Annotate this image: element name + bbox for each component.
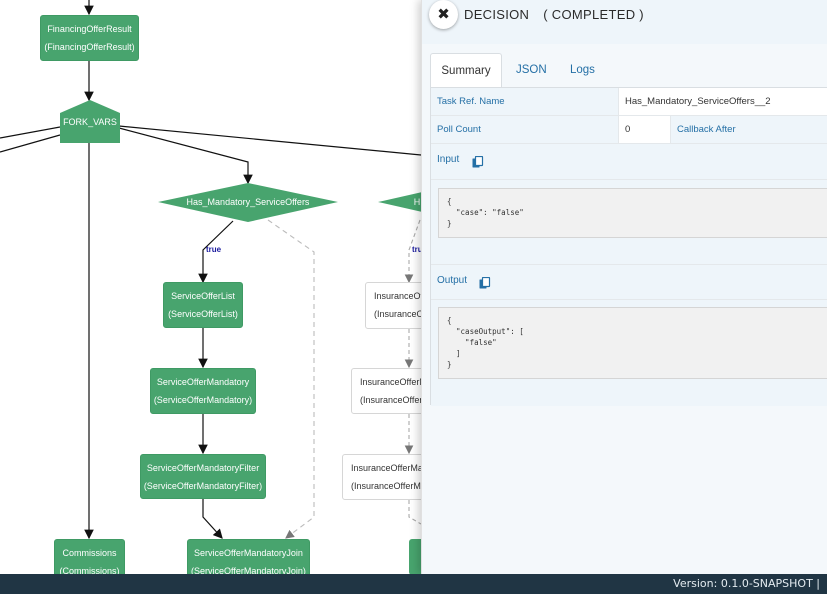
node-ref: (InsuranceOf (374, 309, 427, 319)
node-service-offer-mandatory[interactable]: ServiceOfferMandatory (ServiceOfferManda… (150, 368, 256, 414)
edge (0, 126, 61, 139)
node-insurance-offer-3[interactable]: InsuranceOfferMan (InsuranceOfferMan (342, 454, 435, 500)
skipped-edge (408, 500, 422, 525)
node-name: InsuranceOf (374, 291, 424, 301)
output-label: Output (437, 275, 468, 286)
edge (198, 220, 234, 284)
node-ref: (InsuranceOfferM (360, 395, 430, 405)
node-ref: (ServiceOfferMandatory) (153, 395, 253, 405)
node-service-offer-mandatory-join[interactable]: ServiceOfferMandatoryJoin (ServiceOfferM… (187, 539, 310, 574)
task-detail-drawer: ✖ DECISION ( COMPLETED ) Summary JSON Log… (421, 0, 827, 574)
poll-count-label: Poll Count (431, 116, 618, 143)
input-code-wrap: { "case": "false" } (431, 180, 827, 264)
drawer-title: DECISION ( COMPLETED ) (464, 7, 644, 22)
poll-count-value: 0 (618, 116, 670, 143)
output-json: { "caseOutput": [ "false" ] } (438, 307, 827, 379)
node-financing-offer-result[interactable]: FinancingOfferResult (FinancingOfferResu… (40, 15, 139, 61)
node-name: ServiceOfferList (171, 291, 235, 301)
input-section-header: Input (431, 144, 827, 180)
node-service-offer-list[interactable]: ServiceOfferList (ServiceOfferList) (163, 282, 243, 328)
edge (202, 499, 223, 539)
edge (0, 134, 61, 153)
copy-icon[interactable] (479, 277, 491, 289)
edge-label-true: tru (412, 245, 423, 254)
footer: Version: 0.1.0-SNAPSHOT | (0, 574, 827, 594)
task-ref-name-value: Has_Mandatory_ServiceOffers__2 (618, 88, 827, 115)
task-status: ( COMPLETED ) (543, 7, 644, 22)
node-name: ServiceOfferMandatoryFilter (146, 463, 260, 473)
row-task-ref-name: Task Ref. Name Has_Mandatory_ServiceOffe… (431, 88, 827, 116)
task-ref-name-label: Task Ref. Name (431, 88, 618, 115)
drawer-body: Summary JSON Logs Task Ref. Name Has_Man… (422, 44, 827, 574)
edge (118, 127, 253, 185)
node-name: Commissions (62, 548, 117, 558)
skipped-edge (267, 219, 315, 539)
node-ref: (ServiceOfferList) (168, 309, 238, 319)
has-mandatory-diamond[interactable] (158, 183, 338, 222)
node-name: InsuranceOfferM (360, 377, 427, 387)
node-name: ServiceOfferMandatoryJoin (194, 548, 303, 558)
node-ref: (FinancingOfferResult) (44, 42, 135, 52)
node-ref: (ServiceOfferMandatoryJoin) (191, 566, 306, 574)
output-section-header: Output (431, 264, 827, 300)
node-name: FinancingOfferResult (47, 24, 132, 34)
node-ref: (InsuranceOfferMan (351, 481, 431, 491)
node-has-insurance-label: H (413, 197, 421, 207)
drawer-header: ✖ DECISION ( COMPLETED ) (422, 0, 827, 44)
tab-summary[interactable]: Summary (430, 53, 502, 88)
callback-after-label: Callback After (670, 116, 827, 143)
node-fork-vars-label: FORK_VARS (63, 117, 117, 127)
row-poll-count: Poll Count 0 Callback After (431, 116, 827, 144)
tab-logs[interactable]: Logs (570, 64, 595, 76)
close-icon[interactable]: ✖ (429, 0, 458, 29)
edge-label-true: true (206, 245, 222, 254)
input-label: Input (437, 154, 460, 165)
node-ref: (ServiceOfferMandatoryFilter) (143, 481, 263, 491)
node-ref: (Commissions) (59, 566, 120, 574)
node-name: InsuranceOfferMan (351, 463, 428, 473)
node-name: ServiceOfferMandatory (156, 377, 250, 387)
edge (118, 125, 422, 156)
version-text: Version: 0.1.0-SNAPSHOT | (673, 577, 820, 590)
input-json: { "case": "false" } (438, 188, 827, 238)
node-commissions[interactable]: Commissions (Commissions) (54, 539, 125, 574)
copy-icon[interactable] (472, 156, 484, 168)
summary-panel: Task Ref. Name Has_Mandatory_ServiceOffe… (430, 87, 827, 406)
task-type: DECISION (464, 7, 530, 22)
tab-json[interactable]: JSON (516, 64, 547, 76)
skipped-edge (404, 219, 421, 284)
fork-vars-shape[interactable] (60, 100, 120, 143)
graph-edges (0, 0, 500, 574)
output-code-wrap: { "caseOutput": [ "false" ] } (431, 300, 827, 406)
node-service-offer-mandatory-filter[interactable]: ServiceOfferMandatoryFilter (ServiceOffe… (140, 454, 266, 499)
node-has-mandatory-label: Has_Mandatory_ServiceOffers (186, 197, 310, 207)
